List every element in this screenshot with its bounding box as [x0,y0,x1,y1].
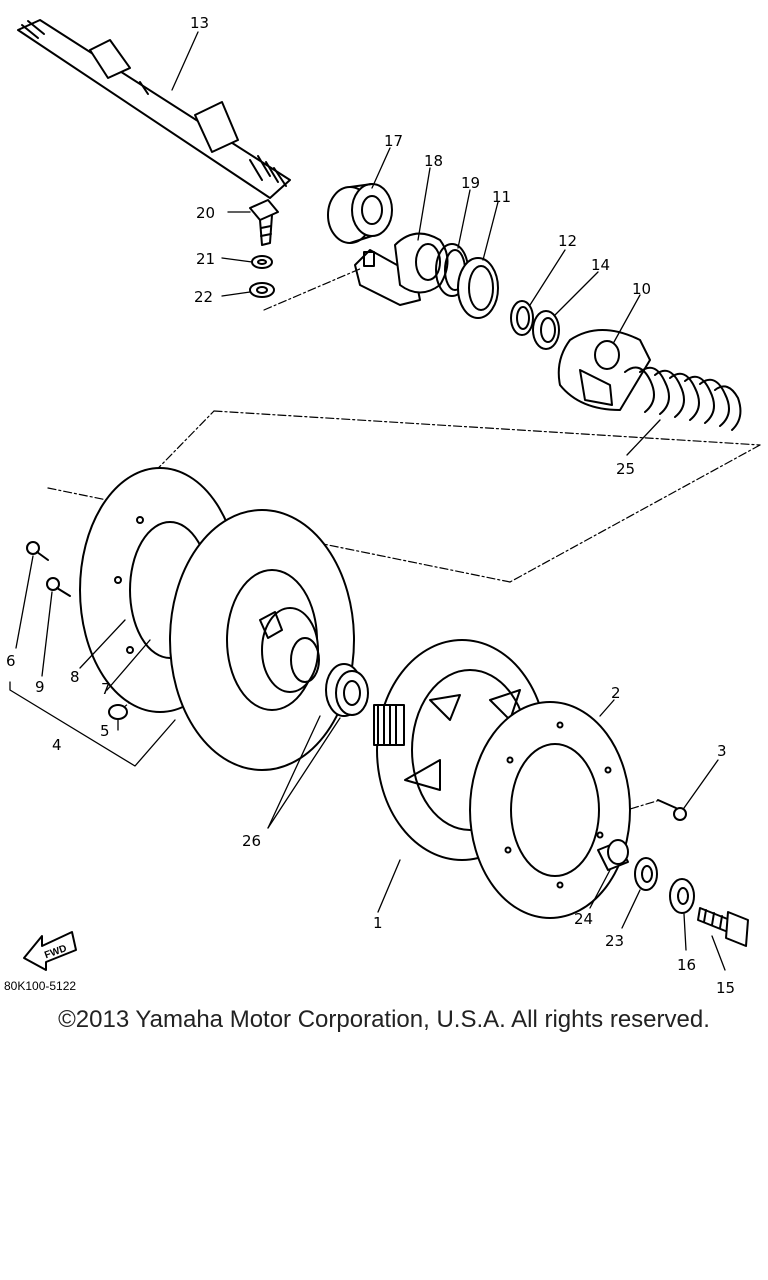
bolt-part-15 [697,907,749,947]
leader-lines [9,31,726,971]
callout-26: 26 [242,832,261,850]
nut-part-5 [108,704,128,720]
ring-part-12 [510,300,534,336]
callout-25: 25 [616,460,635,478]
callout-13: 13 [190,14,209,32]
callout-21: 21 [196,250,215,268]
washer-part-21 [251,255,273,269]
callout-8: 8 [70,668,80,686]
diagram-code: 80K100-5122 [4,979,76,993]
parts-diagram: 13 17 18 19 11 12 14 10 25 20 21 22 6 9 … [4,14,761,997]
callout-12: 12 [558,232,577,250]
collar-part-24 [597,839,629,871]
callout-11: 11 [492,188,511,206]
washer-part-14 [532,310,560,350]
shaft-part-13 [17,19,291,199]
callout-7: 7 [101,680,111,698]
screw-part-6 [26,541,49,561]
callout-19: 19 [461,174,480,192]
callout-10: 10 [632,280,651,298]
cam-part-10 [557,329,651,411]
copyright-notice: ©2013 Yamaha Motor Corporation, U.S.A. A… [58,1006,710,1033]
callouts: 13 17 18 19 11 12 14 10 25 20 21 22 6 9 … [6,14,735,997]
callout-14: 14 [591,256,610,274]
callout-24: 24 [574,910,593,928]
nut-part-22 [249,282,275,298]
callout-17: 17 [384,132,403,150]
callout-23: 23 [605,932,624,950]
callout-4: 4 [52,736,62,754]
plate-part-2 [469,701,631,919]
bolt-part-20 [249,199,279,246]
spring-part-25 [624,366,742,431]
callout-6: 6 [6,652,16,670]
screw-part-3 [657,799,687,821]
callout-9: 9 [35,678,45,696]
callout-22: 22 [194,288,213,306]
callout-3: 3 [717,742,727,760]
callout-5: 5 [100,722,110,740]
callout-15: 15 [716,979,735,997]
callout-20: 20 [196,204,215,222]
washer-part-16 [669,878,695,914]
callout-16: 16 [677,956,696,974]
fwd-arrow-icon [23,931,77,971]
washer-part-23 [634,857,658,891]
bearing-part-26 [325,663,369,717]
bearing-part-17 [327,183,393,244]
housing-part-18 [354,232,449,306]
screw-part-9 [46,577,71,597]
callout-1: 1 [373,914,383,932]
washer-part-11 [457,257,499,319]
callout-2: 2 [611,684,621,702]
sheave-part-7 [169,509,355,771]
callout-18: 18 [424,152,443,170]
